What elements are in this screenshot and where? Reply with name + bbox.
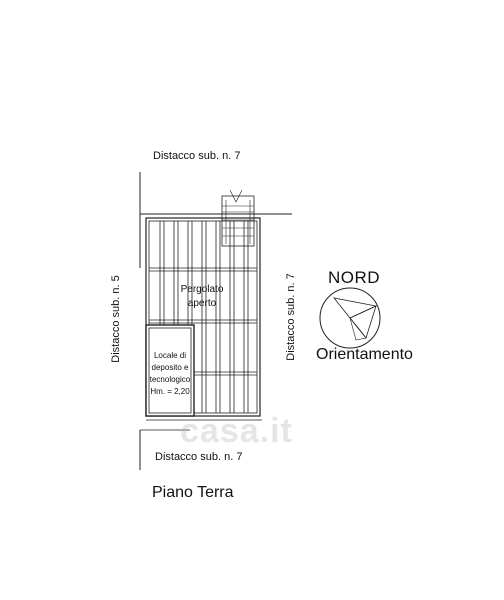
north-compass-icon [319, 287, 381, 349]
label-left-boundary: Distacco sub. n. 5 [110, 275, 122, 363]
pergola-label: Pergolato aperto [170, 283, 234, 311]
storage-room [145, 324, 195, 417]
pergola-label-line: aperto [187, 298, 217, 309]
storage-label-line: Locale di [153, 351, 187, 360]
floor-title: Piano Terra [152, 484, 234, 501]
pergola-beams [159, 221, 249, 413]
storage-label-line: deposito e [151, 363, 189, 372]
pergola-frame-inner [148, 220, 258, 414]
pergola-frame [145, 217, 261, 417]
storage-label-line: tecnologico [149, 375, 191, 384]
staircase [221, 189, 255, 247]
label-bottom-boundary: Distacco sub. n. 7 [155, 451, 243, 463]
storage-label: Locale di deposito e tecnologico Hm. = 2… [148, 350, 192, 398]
label-right-boundary: Distacco sub. n. 7 [285, 273, 297, 361]
label-top-boundary: Distacco sub. n. 7 [153, 150, 241, 162]
north-label: NORD [328, 268, 381, 287]
pergola-label-line: Pergolato [180, 284, 224, 295]
storage-label-line: Hm. = 2,20 [150, 387, 190, 396]
orientation-label: Orientamento [316, 346, 413, 363]
watermark: casa.it [180, 412, 293, 450]
